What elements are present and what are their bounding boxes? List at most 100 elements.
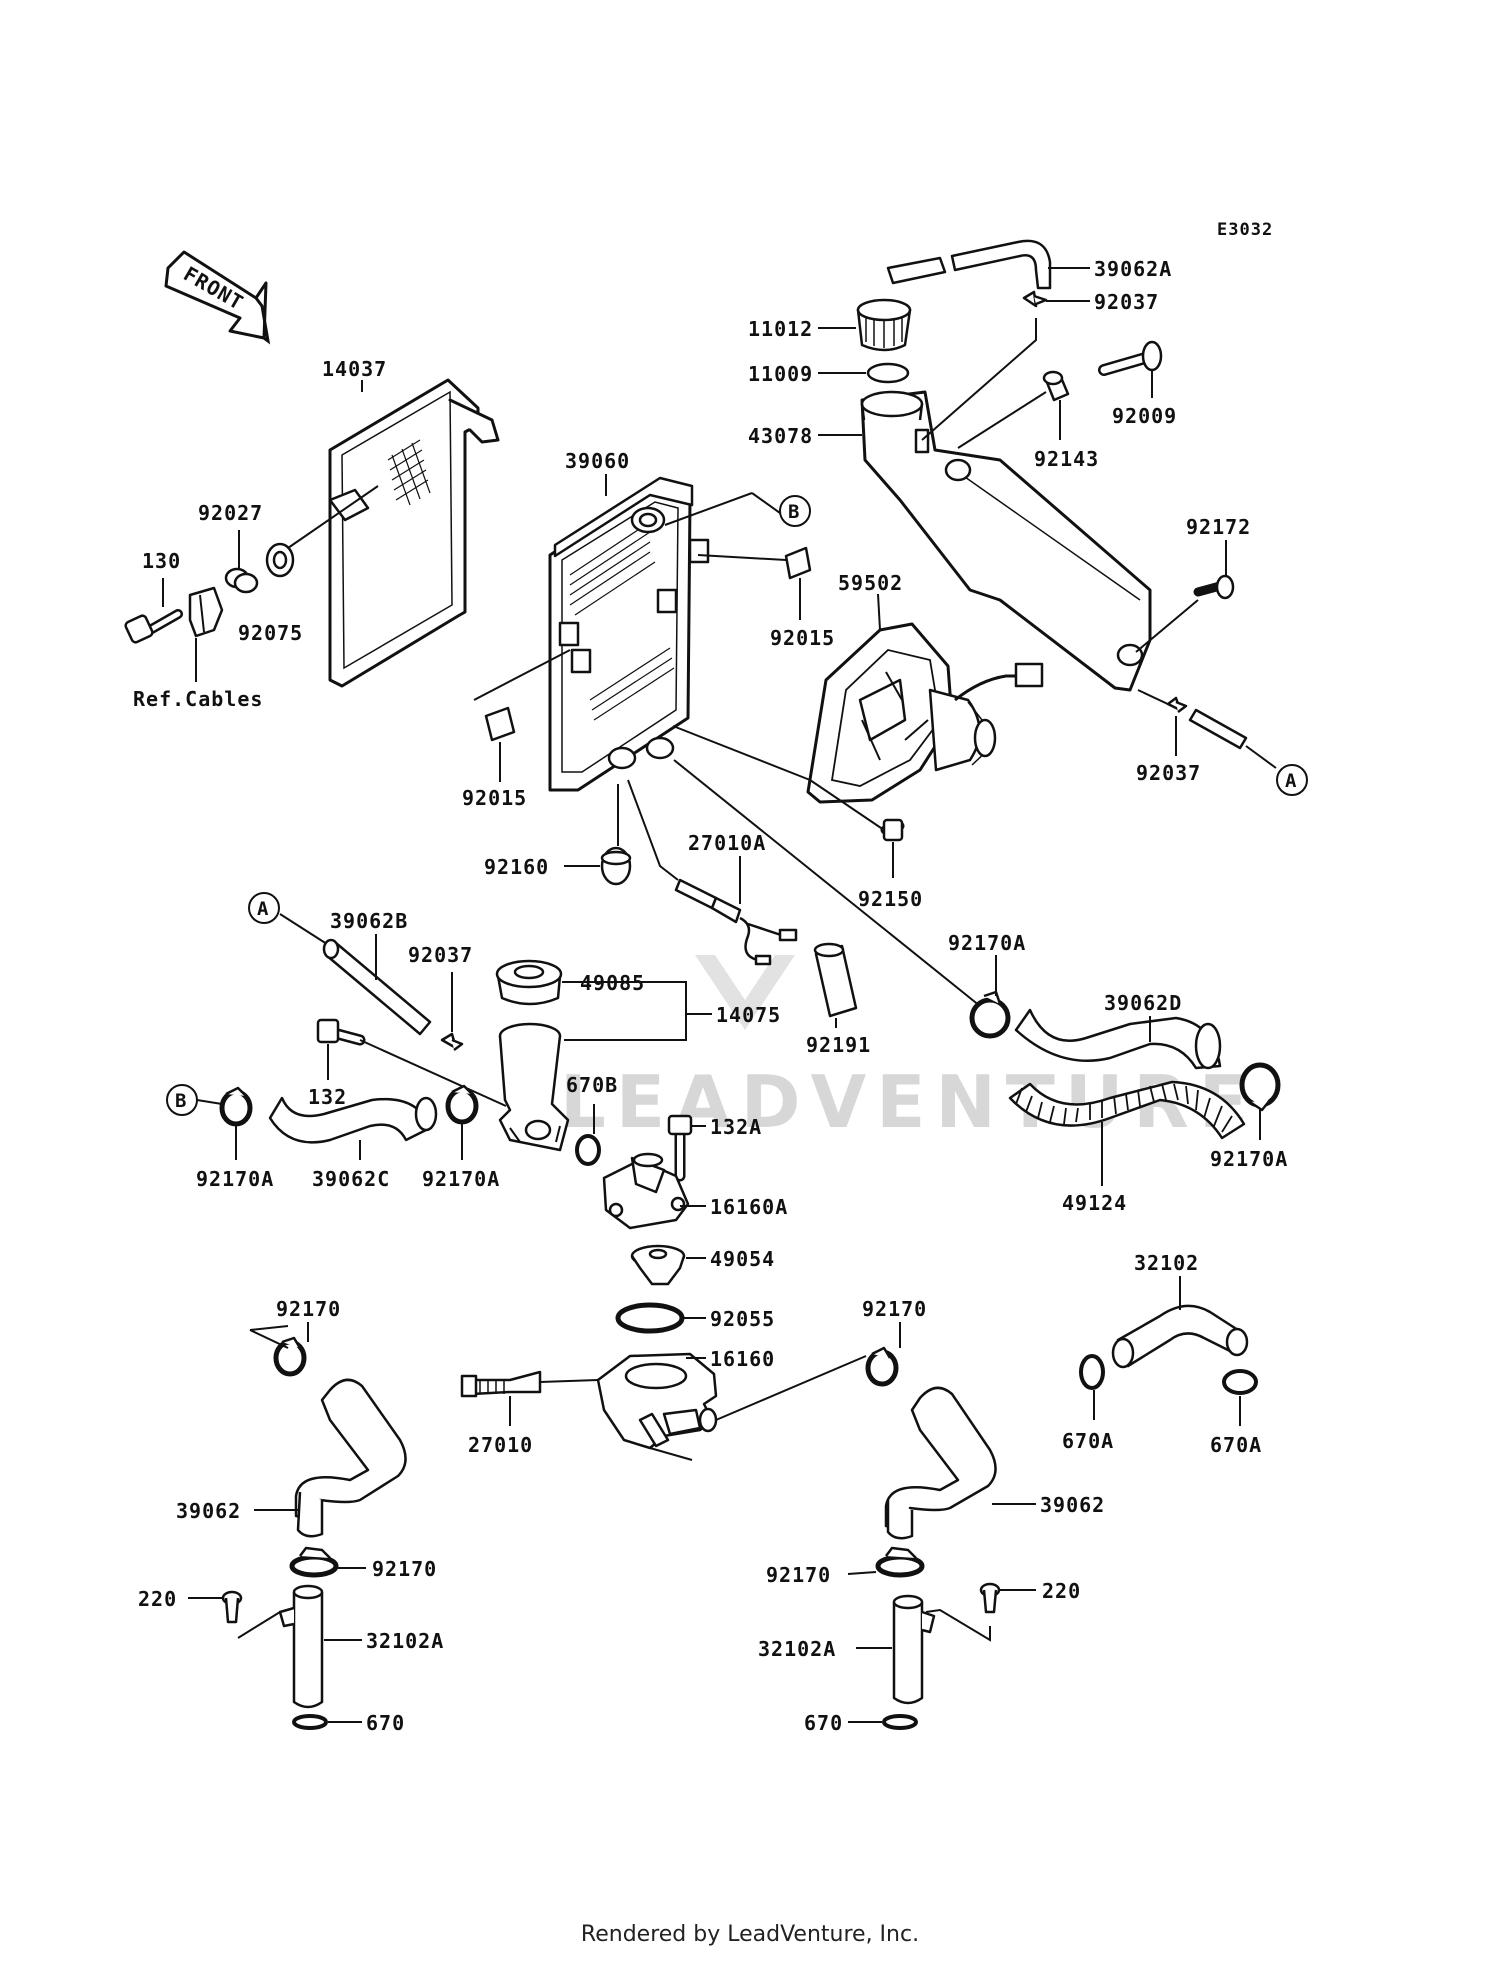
- temp-sender-27010: [460, 1370, 542, 1398]
- clamp-92170A-left: [219, 1086, 253, 1127]
- collar-92027: [224, 567, 259, 594]
- filler-neck-14075: [498, 1022, 570, 1152]
- o-ring-670-right: [882, 1714, 918, 1730]
- grommet-92075: [265, 542, 295, 578]
- label-32102: 32102: [1134, 1251, 1199, 1275]
- grommet-92160: [600, 846, 632, 886]
- clamp-92170-upper-right: [865, 1346, 899, 1387]
- label-39062B: 39062B: [330, 909, 408, 933]
- clamp-92170-lower-right: [875, 1546, 925, 1578]
- label-92027: 92027: [198, 501, 263, 525]
- label-92150: 92150: [858, 887, 923, 911]
- bolt-130: [124, 609, 183, 644]
- bolt-132A: [667, 1114, 693, 1182]
- label-59502: 59502: [838, 571, 903, 595]
- clip-92037-mid: [440, 1032, 464, 1051]
- label-670B: 670B: [566, 1073, 618, 1097]
- temp-switch-27010A: [674, 878, 798, 966]
- label-92170A-mid: 92170A: [422, 1167, 500, 1191]
- hose-39062B: [322, 938, 432, 1036]
- label-220-right: 220: [1042, 1579, 1081, 1603]
- label-132: 132: [308, 1085, 347, 1109]
- label-49124: 49124: [1062, 1191, 1127, 1215]
- label-16160A: 16160A: [710, 1195, 788, 1219]
- hose-39062D: [1014, 1008, 1222, 1070]
- label-92170-ll: 92170: [372, 1557, 437, 1581]
- label-92170A-left: 92170A: [196, 1167, 274, 1191]
- bolt-220-right: [979, 1582, 1001, 1614]
- label-39062-right: 39062: [1040, 1493, 1105, 1517]
- ref-b-circle-top: B: [779, 495, 811, 527]
- bracket-92015-left: [473, 649, 571, 782]
- bolt-92009: [1098, 340, 1163, 376]
- label-132A: 132A: [710, 1115, 762, 1139]
- label-130: 130: [142, 549, 181, 573]
- clip-92037-top: [1022, 290, 1048, 308]
- label-92170-rl: 92170: [766, 1563, 831, 1587]
- label-92037-mid: 92037: [408, 943, 473, 967]
- label-92037-top: 92037: [1094, 290, 1159, 314]
- label-92170-left: 92170: [276, 1297, 341, 1321]
- label-39060: 39060: [565, 449, 630, 473]
- bolt-132: [316, 1018, 366, 1046]
- ref-b-top: B: [788, 501, 799, 523]
- label-92075: 92075: [238, 621, 303, 645]
- hose-32102: [1111, 1304, 1249, 1369]
- clamp-92170-upper-left: [273, 1336, 307, 1377]
- hose-39062-left: [294, 1378, 407, 1538]
- label-39062-left: 39062: [176, 1499, 241, 1523]
- clamp-92170A-top: [969, 990, 1011, 1039]
- label-32102A-right: 32102A: [758, 1637, 836, 1661]
- bolt-92150: [880, 818, 905, 842]
- hose-39062C: [268, 1096, 438, 1144]
- label-670-left: 670: [366, 1711, 405, 1735]
- thermostat-49054: [630, 1244, 686, 1286]
- sleeve-92191: [813, 942, 858, 1018]
- label-92170A-right: 92170A: [1210, 1147, 1288, 1171]
- pipe-32102A-right: [892, 1594, 936, 1705]
- label-92143: 92143: [1034, 447, 1099, 471]
- label-16160: 16160: [710, 1347, 775, 1371]
- o-ring-670B: [575, 1134, 601, 1166]
- thermostat-housing-16160: [596, 1352, 718, 1450]
- diagram-code: E3032: [1217, 220, 1274, 240]
- hose-39062-right: [884, 1386, 997, 1540]
- label-92015-right: 92015: [770, 626, 835, 650]
- label-27010A: 27010A: [688, 831, 766, 855]
- ref-a-circle-right: A: [1276, 764, 1308, 796]
- label-92009: 92009: [1112, 404, 1177, 428]
- footer-credit: Rendered by LeadVenture, Inc.: [580, 1922, 920, 1947]
- cooling-fan: [806, 622, 1044, 804]
- hose-a-right: [1188, 708, 1248, 750]
- hose-49124: [1008, 1080, 1246, 1140]
- label-92170-right: 92170: [862, 1297, 927, 1321]
- radiator-cover: [328, 378, 500, 688]
- label-92160: 92160: [484, 855, 549, 879]
- o-ring-670A-right: [1222, 1369, 1258, 1395]
- clamp-92170A-mid: [445, 1084, 479, 1125]
- label-43078: 43078: [748, 424, 813, 448]
- o-ring-670-left: [292, 1714, 328, 1730]
- o-ring-670A-left: [1079, 1354, 1105, 1390]
- label-92037-right: 92037: [1136, 761, 1201, 785]
- label-27010: 27010: [468, 1433, 533, 1457]
- ref-a-circle-left: A: [248, 892, 280, 924]
- ref-b-left: B: [175, 1090, 186, 1112]
- ref-cables-label: Ref.Cables: [133, 687, 263, 711]
- label-14037: 14037: [322, 357, 387, 381]
- label-92015-left: 92015: [462, 786, 527, 810]
- radiator: [548, 476, 710, 792]
- pressure-cap-49085: [495, 959, 563, 1006]
- label-39062D: 39062D: [1104, 991, 1182, 1015]
- label-39062C: 39062C: [312, 1167, 390, 1191]
- label-39062A: 39062A: [1094, 257, 1172, 281]
- label-670A-left: 670A: [1062, 1429, 1114, 1453]
- o-ring-92055: [615, 1302, 685, 1334]
- bracket-92015-right: [697, 546, 812, 620]
- label-220-left: 220: [138, 1587, 177, 1611]
- pipe-32102A-left: [278, 1584, 324, 1709]
- clamp-92170-lower-left: [289, 1546, 339, 1578]
- bolt-92172: [1193, 574, 1235, 600]
- clamp-92170A-right: [1239, 1062, 1281, 1112]
